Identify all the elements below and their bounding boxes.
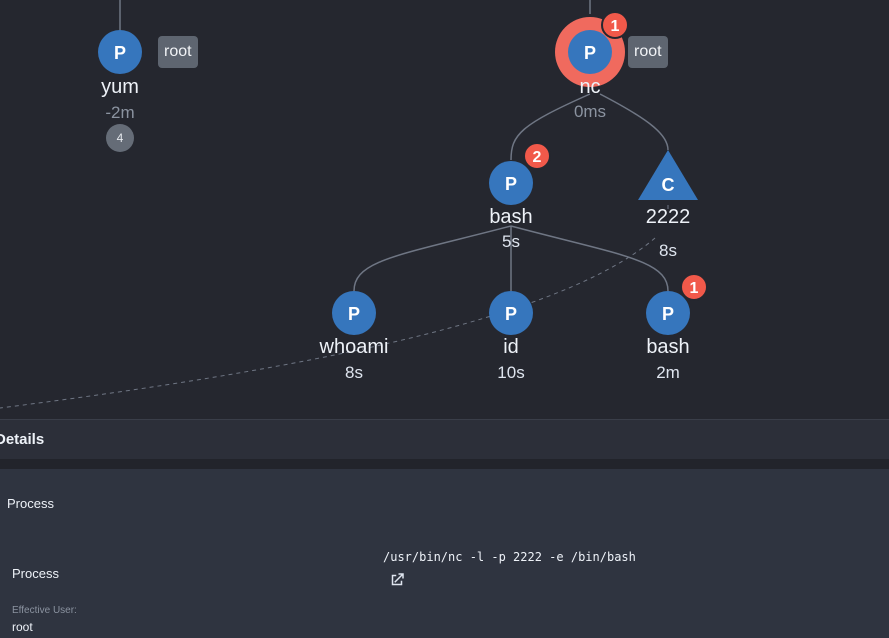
- node-time-yum: -2m: [105, 103, 135, 122]
- details-panel: Process Process /usr/bin/nc -l -p 2222 -…: [0, 469, 889, 638]
- alert-count: 1: [690, 280, 699, 297]
- node-label-bash: bash: [489, 206, 533, 228]
- node-time-id: 10s: [497, 363, 525, 382]
- node-time-bash-child: 2m: [656, 363, 680, 382]
- edge-nc-bash: [510, 93, 591, 161]
- alert-badge: [601, 11, 629, 39]
- connection-node[interactable]: [638, 150, 698, 200]
- node-glyph: P: [505, 304, 517, 324]
- graph-canvas: P P 1 P 2 C P P P 1: [0, 0, 708, 409]
- details-divider: [0, 459, 889, 469]
- node-time-bash: 5s: [502, 232, 520, 251]
- node-glyph: P: [584, 43, 596, 63]
- alert-count: 1: [611, 18, 620, 35]
- node-label-bash-child: bash: [646, 336, 690, 358]
- user-tag-nc: root: [628, 36, 668, 68]
- effective-user-value: root: [12, 620, 33, 634]
- external-link-icon[interactable]: [388, 571, 406, 589]
- node-label-nc: nc: [579, 76, 601, 98]
- edge-bash-bash: [510, 225, 669, 292]
- node-glyph: P: [348, 304, 360, 324]
- node-label-whoami: whoami: [319, 336, 389, 358]
- process-command-value: /usr/bin/nc -l -p 2222 -e /bin/bash: [383, 550, 636, 564]
- process-node-whoami[interactable]: [332, 291, 376, 335]
- node-glyph: P: [505, 174, 517, 194]
- edge-bash-whoami: [353, 225, 512, 292]
- node-glyph: P: [114, 43, 126, 63]
- node-glyph: P: [662, 304, 674, 324]
- user-tag-yum: root: [158, 36, 198, 68]
- process-node-yum[interactable]: [98, 30, 142, 74]
- process-node-bash[interactable]: [489, 161, 533, 205]
- process-graph[interactable]: P P 1 P 2 C P P P 1 yum -2m root 4 nc 0m…: [0, 0, 889, 419]
- effective-user-label: Effective User:: [12, 605, 77, 616]
- node-time-whoami: 8s: [345, 363, 363, 382]
- node-time-connection: 8s: [659, 241, 677, 260]
- process-node-nc[interactable]: [568, 30, 612, 74]
- node-label-connection: 2222: [645, 206, 691, 228]
- process-field-label: Process: [12, 566, 59, 581]
- details-title: Details: [0, 431, 45, 448]
- collapsed-count-badge[interactable]: 4: [106, 124, 134, 152]
- details-panel-header: Details: [0, 419, 889, 459]
- alert-badge: [680, 273, 708, 301]
- node-label-yum: yum: [101, 76, 139, 98]
- node-label-id: id: [503, 336, 519, 358]
- edge-nc-connection: [599, 93, 669, 151]
- node-time-nc: 0ms: [573, 102, 607, 121]
- edge-network-dashed: [0, 205, 669, 409]
- process-node-bash-child[interactable]: [646, 291, 690, 335]
- alert-count: 2: [533, 149, 542, 166]
- process-node-id[interactable]: [489, 291, 533, 335]
- alert-badge: [523, 142, 551, 170]
- details-section-title: Process: [7, 496, 54, 511]
- node-glyph: C: [662, 175, 675, 195]
